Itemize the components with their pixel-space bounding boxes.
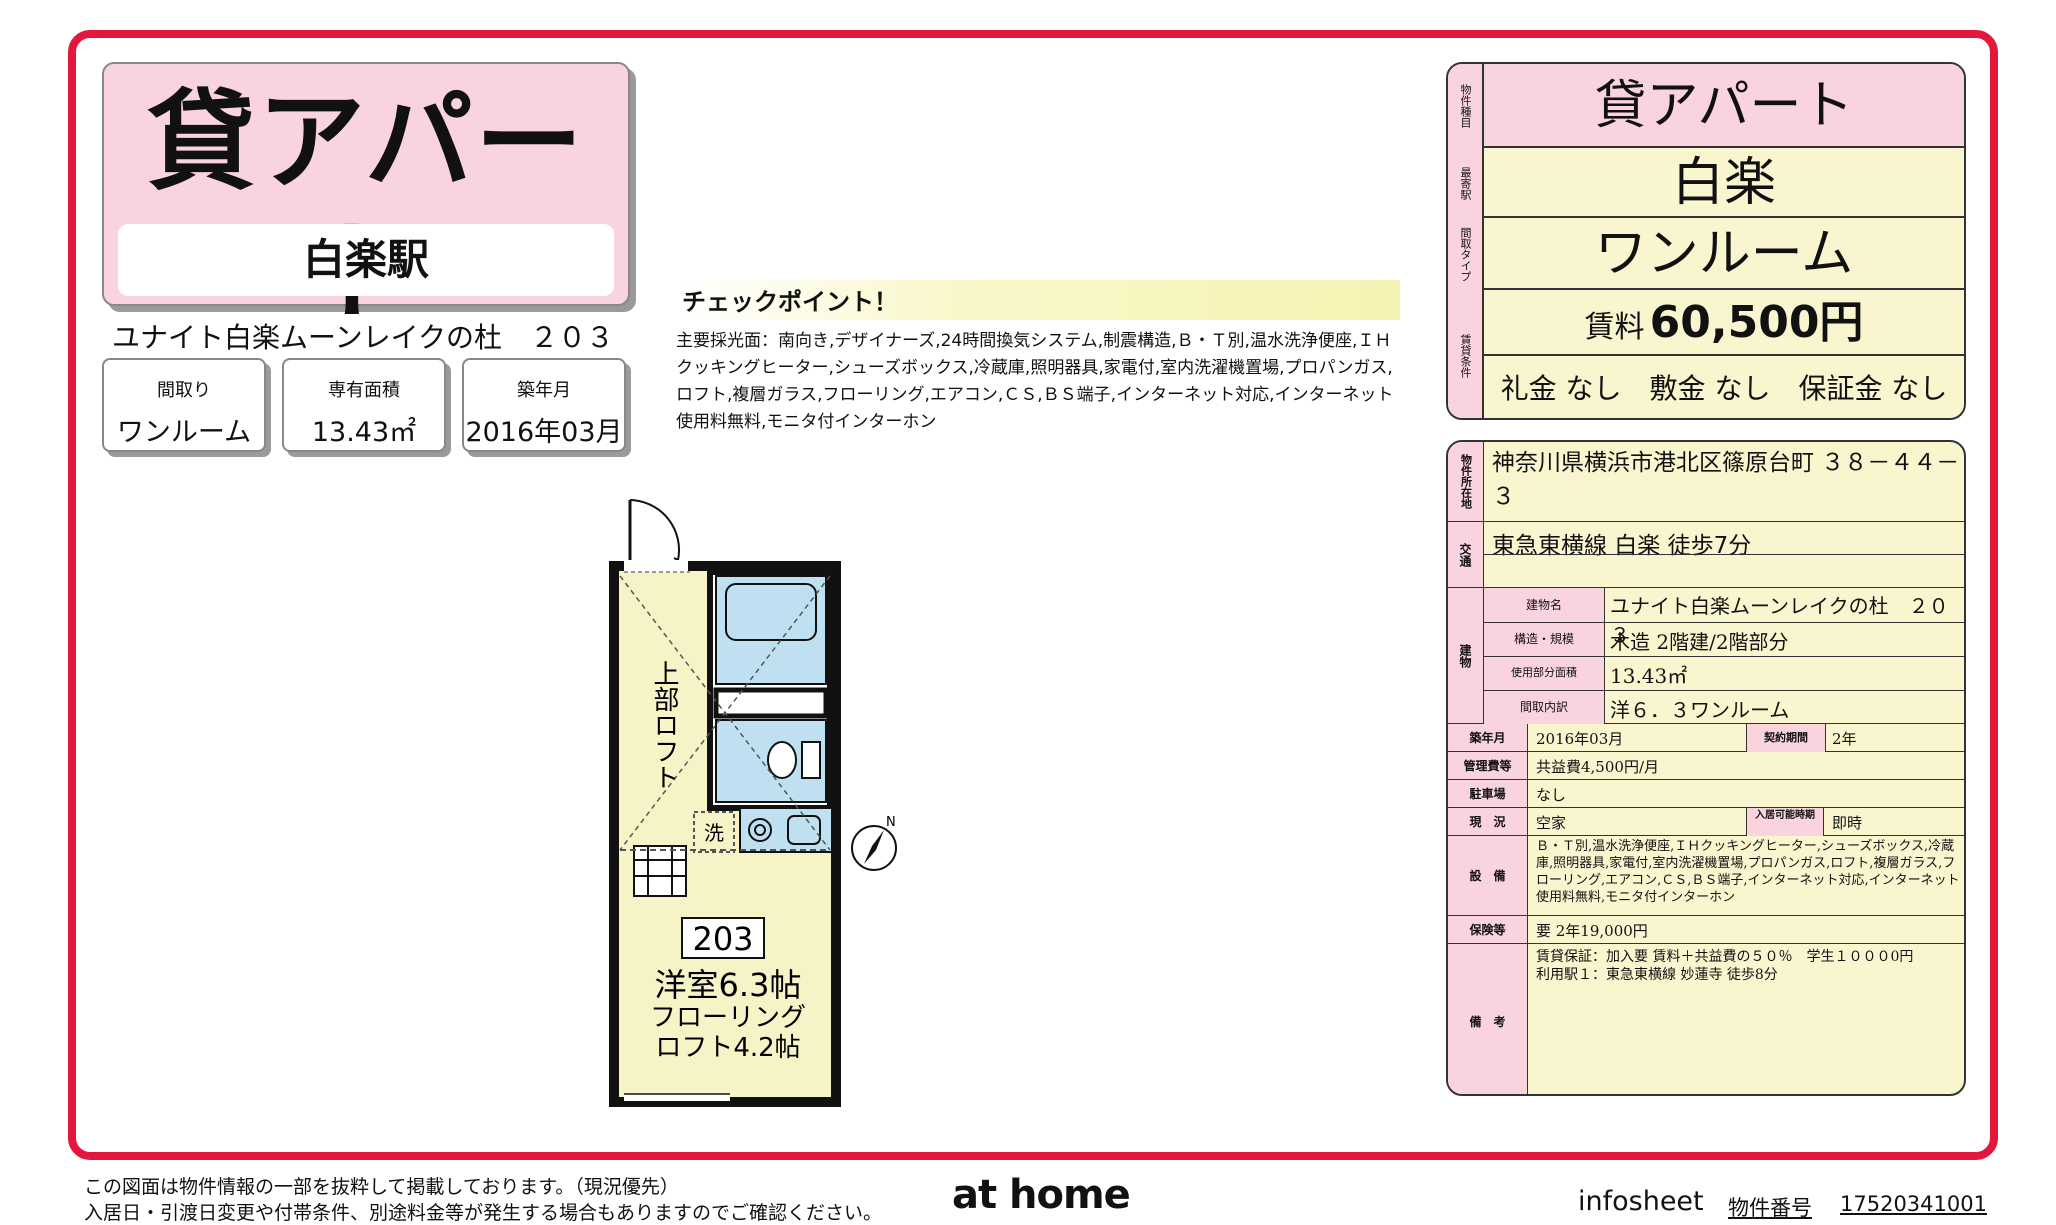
value-built: 2016年03月 [1536,730,1624,748]
page-frame [68,30,1998,1160]
washer-label: 洗 [704,821,724,845]
label-remarks: 備 考 [1448,944,1528,1094]
summary-type: 貸アパート [1484,64,1964,148]
label-equip: 設 備 [1448,836,1528,915]
listing-header-card: 貸アパート 白楽駅 [102,62,630,335]
info-label: 間取り [157,380,211,401]
label-address: 物件所在地 [1448,442,1484,521]
row-equip: 設 備 Ｂ・Ｔ別,温水洗浄便座,ＩＨクッキングヒーター,シューズボックス,冷蔵庫… [1448,836,1964,916]
compass-north-label: N [886,815,896,830]
details-table: 物件所在地 神奈川県横浜市港北区篠原台町 ３８－４４－３ 交通 東急東横線 白楽… [1446,440,1966,1096]
floor-plan: 洗 上部ロフト 203 洋室6.3帖 フローリング ロフト4.2帖 [609,499,841,1107]
nearest-station-badge: 白楽駅 [118,224,614,296]
row-remarks: 備 考 賃貸保証：加入要 賃料＋共益費の５０％ 学生１０００0円 利用駅１：東急… [1448,944,1964,1094]
building-name: ユナイト白楽ムーンレイクの杜 ２０３ [112,321,615,354]
label-movein: 入居可能時期 [1746,808,1824,836]
infosheet-label: infosheet [1578,1186,1704,1217]
rent-value: 60,500円 [1649,297,1864,348]
value-area: 13.43㎡ [1610,664,1688,688]
footer-note-2: 入居日・引渡日変更や付帯条件、別途料金等が発生する場合もありますのでご確認くださ… [84,1202,883,1224]
compass-icon: N [851,815,897,871]
rent-label: 賃料 [1584,310,1645,345]
checkpoint-band [672,280,1400,320]
summary-station: 白楽 [1484,148,1964,218]
info-box-layout: 間取り ワンルーム [102,358,266,452]
value-movein: 即時 [1832,814,1863,832]
label-status: 現 況 [1448,808,1528,835]
label-area: 使用部分面積 [1511,666,1577,679]
summary-side-layout: 間取タイプ [1448,218,1484,290]
summary-table: 物件種目 貸アパート 最寄駅 白楽 間取タイプ ワンルーム 賃貸条件 賃料 60… [1446,62,1966,420]
info-label: 専有面積 [328,380,400,401]
label-term: 契約期間 [1746,724,1826,752]
checkpoint-title: チェックポイント！ [682,288,898,316]
row-status: 現 況 空家 入居可能時期 即時 [1448,808,1964,836]
value-remarks-1: 賃貸保証：加入要 賃料＋共益費の５０％ 学生１０００0円 [1536,949,1914,965]
athome-logo: at home [952,1172,1131,1218]
property-number: 17520341001 [1840,1192,1987,1216]
value-mgmt: 共益費4,500円/月 [1536,758,1659,776]
summary-side-station: 最寄駅 [1448,148,1484,218]
listing-type-title: 貸アパート [147,80,585,335]
row-access: 交通 東急東横線 白楽 徒歩7分 [1448,522,1964,588]
row-mgmt: 管理費等 共益費4,500円/月 [1448,752,1964,780]
value-rooms: 洋６．３ワンルーム [1610,698,1790,722]
row-insurance: 保険等 要 2年19,000円 [1448,916,1964,944]
row-building: 建物 建物名 ユナイト白楽ムーンレイクの杜 ２０３ 構造・規模 木造 2階建/2… [1448,588,1964,724]
room-size: 洋室6.3帖 [655,966,802,1004]
label-rooms: 間取内訳 [1519,700,1568,714]
label-insurance: 保険等 [1448,916,1528,943]
value-parking: なし [1536,786,1567,804]
label-name: 建物名 [1525,598,1562,612]
value-status: 空家 [1536,814,1567,832]
property-number-label: 物件番号 [1728,1196,1812,1220]
label-mgmt: 管理費等 [1448,752,1528,779]
loft-upper-label: 上部ロフト [649,660,679,790]
info-label: 築年月 [517,380,571,401]
row-address: 物件所在地 神奈川県横浜市港北区篠原台町 ３８－４４－３ [1448,442,1964,522]
value-term: 2年 [1832,730,1857,748]
label-parking: 駐車場 [1448,780,1528,807]
info-value: ワンルーム [116,417,252,448]
value-structure: 木造 2階建/2階部分 [1610,630,1789,654]
footer-note-1: この図面は物件情報の一部を抜粋して掲載しております。（現況優先） [84,1176,679,1198]
value-equip: Ｂ・Ｔ別,温水洗浄便座,ＩＨクッキングヒーター,シューズボックス,冷蔵庫,照明器… [1536,839,1960,905]
label-building: 建物 [1448,588,1484,723]
summary-fees: 礼金 なし 敷金 なし 保証金 なし [1500,372,1948,405]
info-value: 13.43㎡ [311,417,417,448]
summary-side-terms: 賃貸条件 [1448,290,1484,418]
value-insurance: 要 2年19,000円 [1536,922,1648,940]
label-built: 築年月 [1448,724,1528,751]
row-built: 築年月 2016年03月 契約期間 2年 [1448,724,1964,752]
summary-rent-row: 賃料 60,500円 [1484,290,1964,356]
value-address: 神奈川県横浜市港北区篠原台町 ３８－４４－３ [1492,450,1960,510]
room-flooring: フローリング [650,1003,806,1033]
info-box-built: 築年月 2016年03月 [462,358,626,452]
checkpoint-text: 主要採光面：南向き,デザイナーズ,24時間換気システム,制震構造,Ｂ・Ｔ別,温水… [676,331,1394,432]
row-parking: 駐車場 なし [1448,780,1964,808]
value-remarks-2: 利用駅１：東急東横線 妙蓮寺 徒歩8分 [1536,967,1778,983]
summary-layout: ワンルーム [1484,218,1964,290]
info-box-area: 専有面積 13.43㎡ [282,358,446,452]
room-loft-size: ロフト4.2帖 [655,1033,800,1063]
label-access: 交通 [1448,522,1484,587]
room-number: 203 [692,920,753,958]
label-structure: 構造・規模 [1513,632,1574,646]
info-value: 2016年03月 [465,417,623,448]
summary-side-type: 物件種目 [1448,64,1484,148]
value-name: ユナイト白楽ムーンレイクの杜 ２０３ [1610,594,1949,647]
